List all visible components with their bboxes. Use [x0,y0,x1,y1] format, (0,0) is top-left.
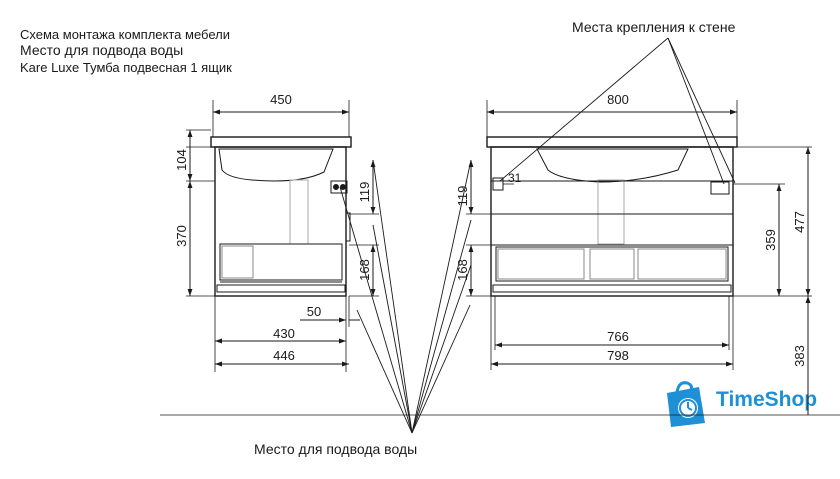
timeshop-logo-text: TimeShop [716,388,818,411]
basin-right [536,148,689,183]
cabinet-body-right [490,146,734,297]
dim-text-446: 446 [273,348,295,363]
dim-text-430: 430 [273,326,295,341]
floor-and-leaders [160,37,840,434]
dim-text-50: 50 [307,304,321,319]
cabinet-body-left [214,146,347,297]
dim-text-119-right: 119 [455,186,470,207]
right-front-view [466,100,812,415]
wall-mount-label: Места крепления к стене [572,19,736,35]
dim-text-477: 477 [792,211,807,233]
dim-text-383: 383 [792,345,807,367]
dim-text-766: 766 [607,329,629,344]
basin-left [218,148,334,182]
dim-text-450: 450 [270,92,292,107]
shopping-bag-clock-icon [667,381,705,427]
dim-text-370: 370 [174,225,189,247]
dim-text-798: 798 [607,348,629,363]
dim-text-168-right: 168 [455,259,470,281]
product-name: Kare Luxe Тумба подвесная 1 ящик [20,60,232,75]
diagram-title: Схема монтажа комплекта мебели [20,27,230,42]
drawer-left [219,243,343,281]
dim-text-359: 359 [763,229,778,251]
wall-mount-right [710,181,730,195]
left-side-view [186,100,379,372]
dim-text-31: 31 [508,171,522,185]
countertop-right [486,136,738,148]
siphon-right [597,179,625,245]
countertop-left [210,136,352,148]
diagram-subtitle: Место для подвода воды [20,42,184,58]
dim-text-119-left: 119 [357,182,372,203]
dim-text-168-left: 168 [357,259,372,281]
dim-text-800: 800 [607,92,629,107]
drawer-right [495,246,729,282]
water-supply-label: Место для подвода воды [254,441,418,457]
dim-text-104: 104 [174,149,189,171]
water-fitting-left [330,180,348,194]
drain-pipe-left [289,179,309,245]
